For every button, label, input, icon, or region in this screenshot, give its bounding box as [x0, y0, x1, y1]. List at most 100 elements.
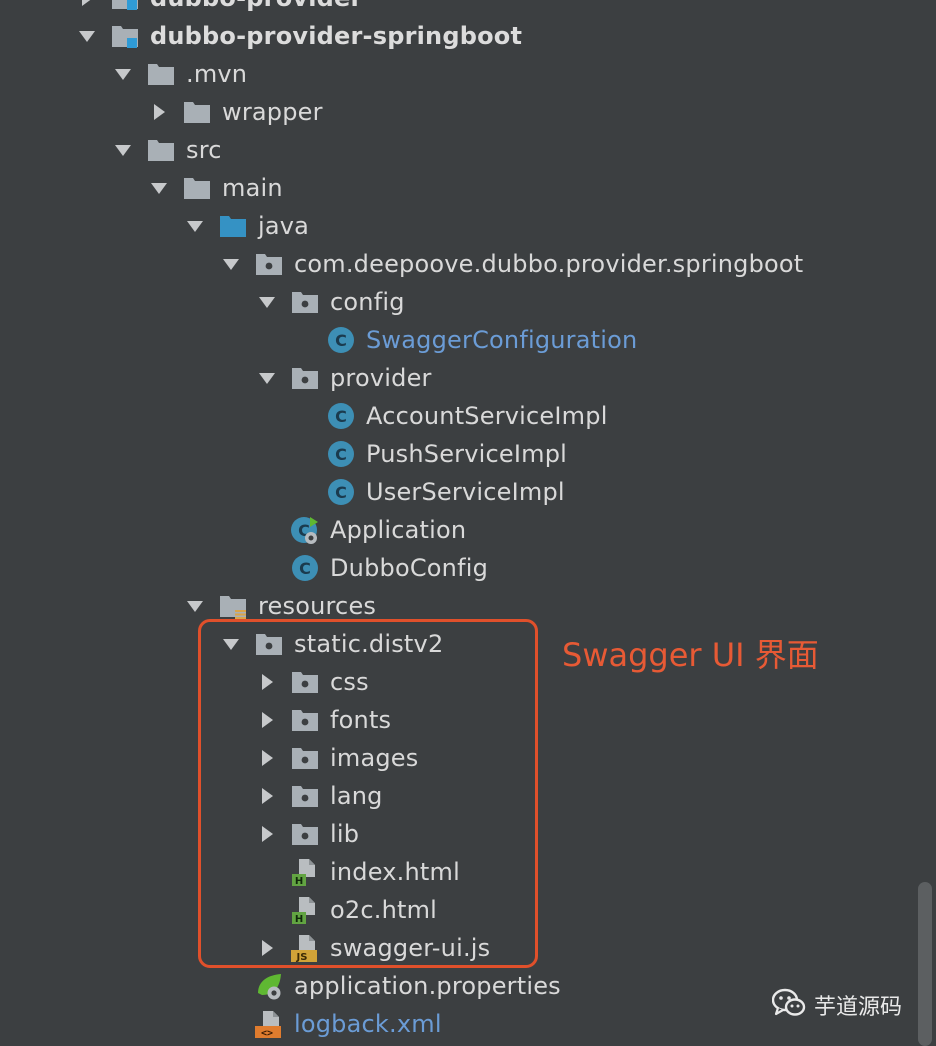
tree-item-label: index.html — [330, 858, 460, 886]
tree-item[interactable]: provider — [0, 359, 900, 397]
tree-item[interactable]: css — [0, 663, 900, 701]
expand-arrow-icon[interactable] — [256, 291, 278, 313]
svg-text:C: C — [335, 407, 347, 426]
collapse-arrow-icon[interactable] — [256, 937, 278, 959]
tree-item-label: application.properties — [294, 972, 561, 1000]
tree-item[interactable]: lib — [0, 815, 900, 853]
watermark: 芋道源码 — [771, 986, 902, 1024]
package-icon — [254, 629, 284, 659]
highlight-box — [198, 619, 538, 968]
tree-item[interactable]: application.properties — [0, 967, 900, 1005]
tree-item[interactable]: C UserServiceImpl — [0, 473, 900, 511]
svg-text:H: H — [295, 876, 303, 887]
module-folder-icon — [110, 21, 140, 51]
collapse-arrow-icon[interactable] — [256, 823, 278, 845]
package-icon — [290, 781, 320, 811]
package-icon — [290, 287, 320, 317]
tree-item-label: provider — [330, 364, 432, 392]
tree-item[interactable]: C PushServiceImpl — [0, 435, 900, 473]
expand-arrow-icon[interactable] — [184, 595, 206, 617]
expand-arrow-icon[interactable] — [112, 63, 134, 85]
expand-arrow-icon[interactable] — [256, 367, 278, 389]
collapse-arrow-icon[interactable] — [76, 0, 98, 9]
tree-item-label: java — [258, 212, 310, 240]
expand-arrow-icon[interactable] — [112, 139, 134, 161]
html-file-icon: H — [290, 895, 320, 925]
tree-item[interactable]: dubbo-provider-springboot — [0, 17, 900, 55]
tree-item[interactable]: lang — [0, 777, 900, 815]
collapse-arrow-icon[interactable] — [256, 709, 278, 731]
tree-item[interactable]: src — [0, 131, 900, 169]
tree-item[interactable]: <> logback.xml — [0, 1005, 900, 1043]
tree-item[interactable]: JS swagger-ui.js — [0, 929, 900, 967]
tree-item-label: SwaggerConfiguration — [366, 326, 638, 354]
expand-arrow-icon[interactable] — [220, 253, 242, 275]
package-icon — [290, 819, 320, 849]
tree-item-label: logback.xml — [294, 1010, 442, 1038]
tree-item[interactable]: com.deepoove.dubbo.provider.springboot — [0, 245, 900, 283]
tree-item-label: static.distv2 — [294, 630, 444, 658]
tree-item[interactable]: main — [0, 169, 900, 207]
svg-text:H: H — [295, 914, 303, 925]
source-folder-icon — [218, 211, 248, 241]
expand-arrow-icon[interactable] — [184, 215, 206, 237]
expand-arrow-icon[interactable] — [148, 177, 170, 199]
xml-file-icon: <> — [254, 1009, 284, 1039]
folder-icon — [146, 135, 176, 165]
wechat-icon — [771, 988, 806, 1022]
tree-item[interactable]: .mvn — [0, 55, 900, 93]
svg-text:C: C — [299, 559, 311, 578]
tree-item[interactable]: wrapper — [0, 93, 900, 131]
tree-item[interactable]: config — [0, 283, 900, 321]
tree-item-label: UserServiceImpl — [366, 478, 565, 506]
java-class-icon: C — [326, 439, 356, 469]
tree-item[interactable]: dubbo-provider — [0, 0, 900, 17]
folder-icon — [146, 59, 176, 89]
svg-text:C: C — [335, 331, 347, 350]
collapse-arrow-icon[interactable] — [256, 747, 278, 769]
collapse-arrow-icon[interactable] — [256, 671, 278, 693]
package-icon — [290, 743, 320, 773]
tree-item-label: main — [222, 174, 283, 202]
folder-icon — [182, 97, 212, 127]
tree-item[interactable]: static.distv2 — [0, 625, 900, 663]
package-icon — [254, 249, 284, 279]
java-class-icon: C — [326, 477, 356, 507]
folder-icon — [182, 173, 212, 203]
svg-text:C: C — [298, 521, 310, 540]
java-class-icon: C — [326, 401, 356, 431]
tree-item[interactable]: java — [0, 207, 900, 245]
package-icon — [290, 363, 320, 393]
vertical-scrollbar[interactable] — [918, 882, 932, 1046]
spring-properties-icon — [254, 971, 284, 1001]
tree-item-label: swagger-ui.js — [330, 934, 491, 962]
tree-item-label: lib — [330, 820, 360, 848]
tree-item-label: wrapper — [222, 98, 323, 126]
tree-item-label: resources — [258, 592, 377, 620]
expand-arrow-icon[interactable] — [220, 633, 242, 655]
svg-text:C: C — [335, 483, 347, 502]
collapse-arrow-icon[interactable] — [148, 101, 170, 123]
tree-item[interactable]: images — [0, 739, 900, 777]
tree-item-label: PushServiceImpl — [366, 440, 568, 468]
tree-item-label: dubbo-provider — [150, 0, 363, 17]
tree-item[interactable]: fonts — [0, 701, 900, 739]
tree-item[interactable]: resources — [0, 587, 900, 625]
expand-arrow-icon[interactable] — [76, 25, 98, 47]
tree-item-label: images — [330, 744, 419, 772]
tree-item-label: fonts — [330, 706, 392, 734]
tree-item[interactable]: C SwaggerConfiguration — [0, 321, 900, 359]
collapse-arrow-icon[interactable] — [256, 785, 278, 807]
java-class-icon: C — [290, 553, 320, 583]
tree-item-label: src — [186, 136, 222, 164]
spring-boot-app-icon: C — [290, 515, 320, 545]
annotation-label: Swagger UI 界面 — [562, 636, 819, 674]
js-file-icon: JS — [290, 933, 320, 963]
package-icon — [290, 705, 320, 735]
